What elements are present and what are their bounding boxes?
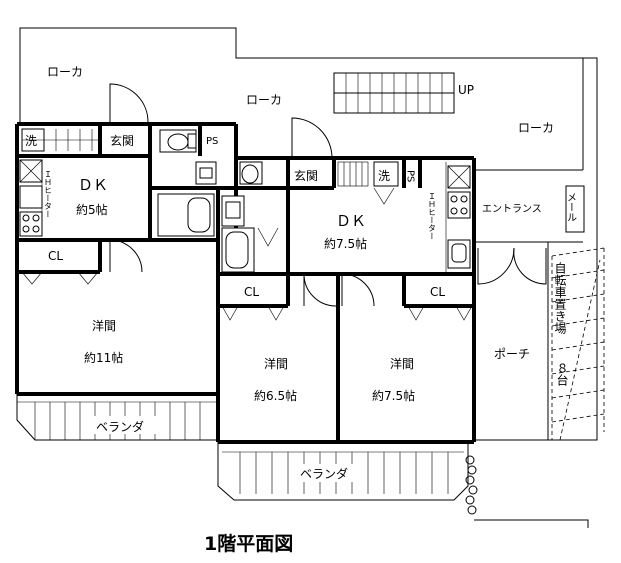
- unit-a-room-name: 洋間: [92, 318, 116, 333]
- unit-b: 玄関 洗 PS ＩＨヒーター ＤＫ 約7.5帖 CL CL: [216, 156, 476, 444]
- unit-a-ps-label: PS: [206, 136, 218, 147]
- bicycle-parking: [551, 247, 605, 441]
- veranda-left-label: ベランダ: [96, 419, 144, 434]
- mail-label: メール: [565, 192, 577, 222]
- unit-b-room1-size: 約6.5帖: [254, 388, 297, 403]
- door-swing-unit-a: [109, 83, 149, 123]
- parking-label: 自転車置き場: [553, 262, 567, 335]
- unit-b-dk-name: ＤＫ: [336, 212, 366, 230]
- up-label: UP: [458, 83, 474, 97]
- unit-a-genkan-label: 玄関: [110, 133, 134, 148]
- unit-a: 洗 玄関 PS ＩＨヒーター ＤＫ 約5帖 CL: [15, 122, 238, 396]
- veranda-right-label: ベランダ: [300, 466, 348, 481]
- corridor-label-3: ローカ: [518, 121, 554, 135]
- entrance-area: [474, 185, 585, 440]
- unit-b-room2-name: 洋間: [390, 356, 414, 371]
- porch-label: ポーチ: [494, 347, 530, 361]
- unit-a-cl-label: CL: [48, 249, 63, 263]
- unit-a-dk-name: ＤＫ: [78, 176, 108, 194]
- stairs-up: [333, 72, 455, 114]
- entrance-label: エントランス: [482, 203, 542, 215]
- site-outline-lower: [474, 519, 589, 528]
- corridor-label-2: ローカ: [246, 93, 282, 107]
- unit-b-ih-label: ＩＨヒーター: [428, 192, 437, 240]
- unit-b-room2-size: 約7.5帖: [372, 388, 415, 403]
- unit-b-genkan-label: 玄関: [294, 168, 318, 183]
- plan-title: 1階平面図: [204, 533, 293, 555]
- site-outline: [19, 27, 598, 441]
- unit-b-cl-1: CL: [244, 285, 259, 299]
- unit-a-wash-label: 洗: [25, 134, 37, 148]
- unit-b-wash-label: 洗: [378, 169, 390, 183]
- shrubs: [465, 455, 478, 515]
- unit-a-ih-label: ＩＨヒーター: [44, 170, 53, 218]
- unit-b-cl-2: CL: [430, 285, 445, 299]
- unit-b-room1-name: 洋間: [264, 356, 288, 371]
- parking-count: ８台: [555, 362, 569, 386]
- veranda-right: [217, 442, 469, 501]
- door-swing-unit-b: [291, 117, 333, 159]
- corridor-label-1: ローカ: [47, 65, 83, 79]
- unit-b-dk-size: 約7.5帖: [324, 236, 367, 251]
- unit-a-dk-size: 約5帖: [76, 202, 108, 217]
- unit-a-room-size: 約11帖: [84, 350, 123, 365]
- unit-b-ps-label: PS: [405, 170, 416, 182]
